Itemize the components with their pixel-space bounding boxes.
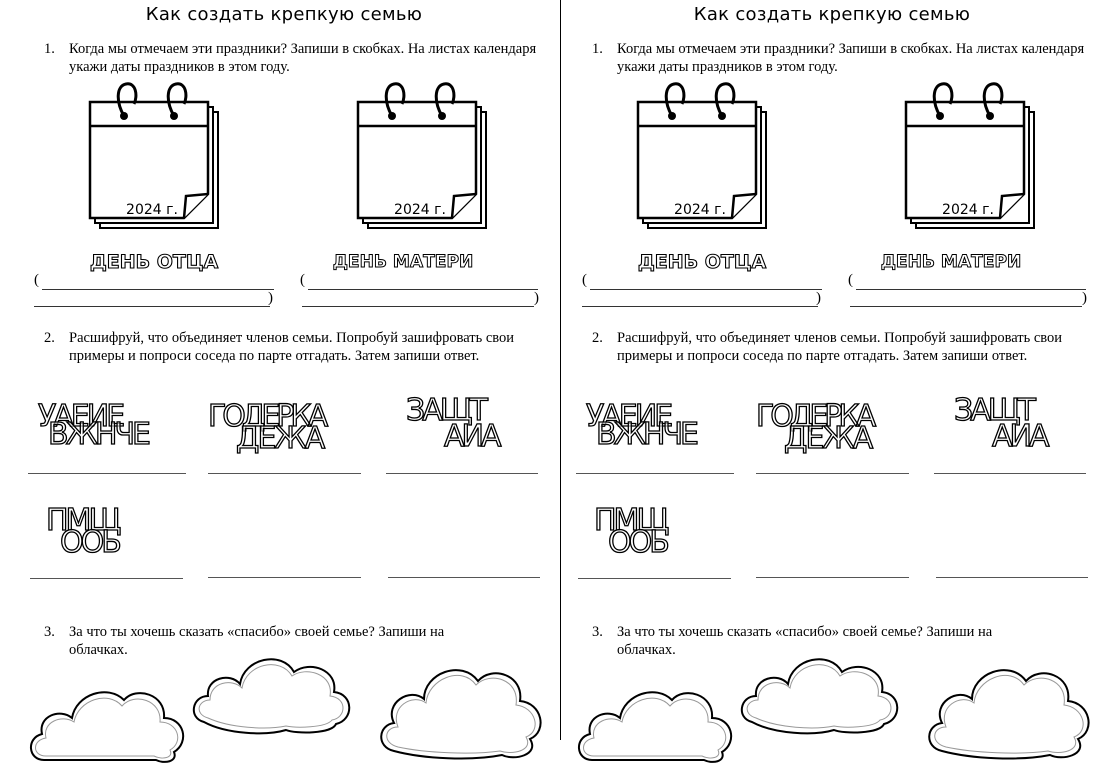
open-bracket: (	[848, 272, 853, 288]
open-bracket: (	[300, 272, 305, 288]
answer-line[interactable]	[30, 578, 183, 579]
puzzle-top-text: ЗАЩТ	[954, 393, 1037, 428]
cloud-icon[interactable]	[922, 655, 1098, 763]
calendar-icon-mother: 2024 г.	[356, 82, 487, 229]
worksheet-panel-right: Как создать крепкую семью 1. Когда мы от…	[558, 0, 1106, 771]
puzzle-bottom-text: ДЕЖА	[236, 421, 326, 456]
answer-line[interactable]	[386, 473, 538, 474]
cipher-puzzle-1: УАЕИЕ ВЖНЧЕ	[585, 398, 701, 452]
holiday-father-day: ДЕНЬ ОТЦА	[637, 250, 767, 273]
task-3-number: 3.	[44, 624, 55, 640]
answer-line[interactable]	[208, 473, 361, 474]
cloud-icon[interactable]	[734, 648, 904, 740]
answer-line[interactable]	[576, 473, 734, 474]
puzzle-top-text: ПМЩ	[46, 503, 120, 538]
answer-line[interactable]	[850, 306, 1082, 307]
close-bracket: )	[534, 290, 539, 306]
task-1-text: Когда мы отмечаем эти праздники? Запиши …	[69, 41, 537, 75]
open-bracket: (	[582, 272, 587, 288]
task-1-number: 1.	[592, 41, 603, 57]
answer-line[interactable]	[34, 306, 270, 307]
puzzle-bottom-text: ВЖНЧЕ	[596, 417, 698, 452]
cipher-puzzle-3: ЗАЩТ АИА	[953, 392, 1053, 454]
puzzle-top-text: ГОДЕРКА	[208, 399, 329, 434]
holiday-mother-day: ДЕНЬ МАТЕРИ	[880, 252, 1022, 273]
answer-line[interactable]	[582, 306, 818, 307]
answer-line[interactable]	[308, 289, 538, 290]
worksheet-title: Как создать крепкую семью	[693, 4, 971, 25]
answer-line[interactable]	[42, 289, 274, 290]
holiday-label: ДЕНЬ ОТЦА	[90, 251, 219, 273]
puzzle-top-text: ЗАЩТ	[406, 393, 489, 428]
puzzle-bottom-text: ООЬ	[60, 525, 120, 560]
puzzle-top-text: УАЕИЕ	[586, 399, 672, 434]
holiday-father-day: ДЕНЬ ОТЦА	[89, 250, 219, 273]
puzzle-bottom-text: ООЬ	[608, 525, 668, 560]
cloud-icon[interactable]	[186, 648, 356, 740]
calendar-year-label: 2024 г.	[942, 202, 994, 218]
worksheet-panel-left: Как создать крепкую семью 1. Когда мы от…	[10, 0, 558, 771]
calendar-year-label: 2024 г.	[394, 202, 446, 218]
holiday-mother-day: ДЕНЬ МАТЕРИ	[332, 252, 474, 273]
answer-line[interactable]	[756, 577, 909, 578]
open-bracket: (	[34, 272, 39, 288]
cloud-icon[interactable]	[572, 672, 740, 767]
close-bracket: )	[816, 290, 821, 306]
calendar-icon-mother: 2024 г.	[904, 82, 1035, 229]
task-2: 2. Расшифруй, что объединяет членов семь…	[44, 329, 544, 365]
answer-line[interactable]	[28, 473, 186, 474]
calendar-icon-father: 2024 г.	[88, 82, 219, 229]
cipher-puzzle-4: ПМЩ ООЬ	[593, 502, 672, 560]
answer-line[interactable]	[208, 577, 361, 578]
task-3-text: За что ты хочешь сказать «спасибо» своей…	[69, 624, 445, 658]
holiday-label: ДЕНЬ МАТЕРИ	[881, 252, 1022, 272]
answer-line[interactable]	[856, 289, 1086, 290]
task-3: 3. За что ты хочешь сказать «спасибо» св…	[592, 623, 1012, 659]
task-1-number: 1.	[44, 41, 55, 57]
close-bracket: )	[1082, 290, 1087, 306]
task-2-text: Расшифруй, что объединяет членов семьи. …	[69, 330, 515, 364]
answer-line[interactable]	[934, 473, 1086, 474]
calendar-year-label: 2024 г.	[126, 202, 178, 218]
cipher-puzzle-2: ГОДЕРКА ДЕЖА	[207, 398, 333, 456]
task-2-number: 2.	[592, 330, 603, 346]
task-1: 1. Когда мы отмечаем эти праздники? Запи…	[592, 40, 1092, 76]
task-1-text: Когда мы отмечаем эти праздники? Запиши …	[617, 41, 1085, 75]
holiday-label: ДЕНЬ МАТЕРИ	[333, 252, 474, 272]
calendar-icon-father: 2024 г.	[636, 82, 767, 229]
answer-line[interactable]	[388, 577, 540, 578]
answer-line[interactable]	[936, 577, 1088, 578]
puzzle-bottom-text: АИА	[444, 419, 502, 454]
puzzle-bottom-text: АИА	[992, 419, 1050, 454]
task-3-text: За что ты хочешь сказать «спасибо» своей…	[617, 624, 993, 658]
answer-line[interactable]	[578, 578, 731, 579]
answer-line[interactable]	[756, 473, 909, 474]
puzzle-top-text: ГОДЕРКА	[756, 399, 877, 434]
panel-divider	[560, 0, 561, 740]
task-2: 2. Расшифруй, что объединяет членов семь…	[592, 329, 1092, 365]
cipher-puzzle-4: ПМЩ ООЬ	[45, 502, 124, 560]
cipher-puzzle-1: УАЕИЕ ВЖНЧЕ	[37, 398, 153, 452]
task-3-number: 3.	[592, 624, 603, 640]
cipher-puzzle-3: ЗАЩТ АИА	[405, 392, 505, 454]
puzzle-top-text: УАЕИЕ	[38, 399, 124, 434]
task-2-text: Расшифруй, что объединяет членов семьи. …	[617, 330, 1063, 364]
puzzle-top-text: ПМЩ	[594, 503, 668, 538]
puzzle-bottom-text: ВЖНЧЕ	[48, 417, 150, 452]
holiday-label: ДЕНЬ ОТЦА	[638, 251, 767, 273]
worksheet-title: Как создать крепкую семью	[145, 4, 423, 25]
answer-line[interactable]	[590, 289, 822, 290]
cloud-icon[interactable]	[374, 655, 550, 763]
cipher-puzzle-2: ГОДЕРКА ДЕЖА	[755, 398, 881, 456]
calendar-year-label: 2024 г.	[674, 202, 726, 218]
task-2-number: 2.	[44, 330, 55, 346]
cloud-icon[interactable]	[24, 672, 192, 767]
close-bracket: )	[268, 290, 273, 306]
task-3: 3. За что ты хочешь сказать «спасибо» св…	[44, 623, 464, 659]
answer-line[interactable]	[302, 306, 534, 307]
task-1: 1. Когда мы отмечаем эти праздники? Запи…	[44, 40, 544, 76]
puzzle-bottom-text: ДЕЖА	[784, 421, 874, 456]
